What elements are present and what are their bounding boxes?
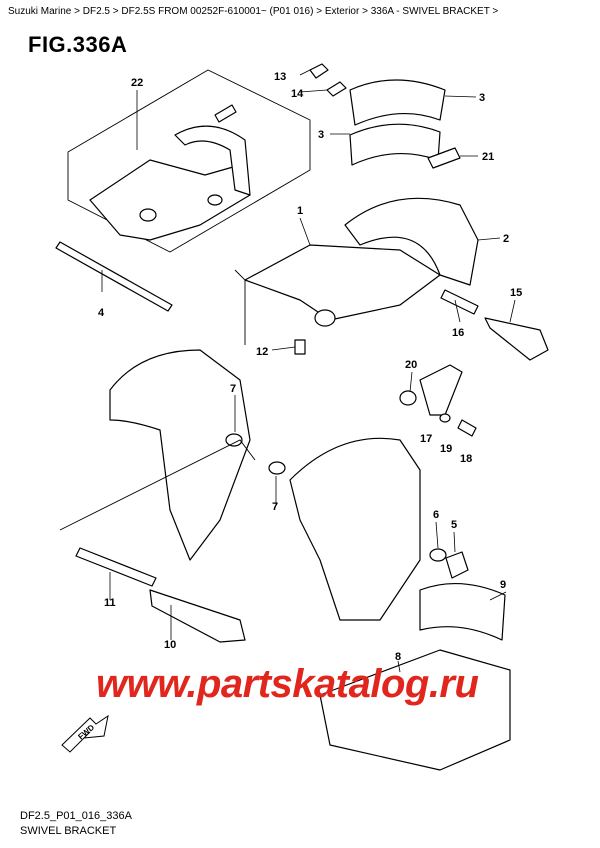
callout-6[interactable]: 6 — [433, 509, 439, 521]
part-13 — [309, 63, 329, 79]
callout-14[interactable]: 14 — [291, 88, 304, 100]
figure-name: SWIVEL BRACKET — [20, 825, 117, 837]
breadcrumb-item-suzuki-marine[interactable]: Suzuki Marine — [8, 6, 72, 17]
part-21-bolt — [427, 147, 461, 169]
callout-18[interactable]: 18 — [460, 453, 472, 465]
part-3-upper — [349, 79, 446, 126]
part-17-lever — [419, 364, 463, 416]
part-5-nut — [445, 551, 469, 579]
watermark: www.partskatalog.ru — [96, 662, 479, 706]
callout-20[interactable]: 20 — [405, 359, 417, 371]
right-clamp-bracket — [289, 437, 421, 621]
callout-9[interactable]: 9 — [500, 579, 506, 591]
callout-8[interactable]: 8 — [395, 651, 401, 663]
part-14 — [326, 81, 347, 97]
callout-13[interactable]: 13 — [274, 71, 286, 83]
callout-7-lower[interactable]: 7 — [272, 501, 278, 513]
callout-7-upper[interactable]: 7 — [230, 383, 236, 395]
part-9-plate — [419, 583, 506, 641]
callout-17[interactable]: 17 — [420, 433, 432, 445]
breadcrumb: Suzuki Marine > DF2.5 > DF2.5S FROM 0025… — [8, 6, 499, 17]
callout-4[interactable]: 4 — [98, 307, 105, 319]
callout-5[interactable]: 5 — [451, 519, 457, 531]
part-4-bolt — [55, 241, 173, 312]
fwd-arrow-icon: FWD — [61, 714, 109, 753]
part-22-group-box — [67, 69, 311, 253]
callout-11[interactable]: 11 — [104, 597, 116, 609]
part-16-spring — [440, 289, 479, 315]
breadcrumb-item-df25[interactable]: DF2.5 — [82, 6, 110, 17]
callout-3-upper[interactable]: 3 — [479, 92, 485, 104]
part-6-washer — [429, 548, 447, 562]
part-12-spring — [294, 339, 306, 355]
part-18-screw — [457, 419, 477, 437]
callout-2[interactable]: 2 — [503, 233, 509, 245]
part-20-ring — [399, 390, 417, 406]
figure-code: DF2.5_P01_016_336A — [20, 810, 132, 822]
part-7-washer-upper — [225, 433, 243, 447]
outline-left — [59, 439, 256, 531]
figure-title: FIG.336A — [28, 32, 128, 57]
left-clamp-bracket — [109, 349, 251, 561]
callout-22[interactable]: 22 — [131, 77, 143, 89]
part-7-washer-lower — [268, 461, 286, 475]
callout-16[interactable]: 16 — [452, 327, 464, 339]
callout-15[interactable]: 15 — [510, 287, 522, 299]
breadcrumb-item-336a[interactable]: 336A - SWIVEL BRACKET — [370, 6, 490, 17]
callout-10[interactable]: 10 — [164, 639, 176, 651]
part-22-bracket-assembly — [89, 104, 251, 241]
breadcrumb-item-exterior[interactable]: Exterior — [324, 6, 360, 17]
part-11-rod — [75, 547, 157, 587]
part-1-swivel — [244, 244, 441, 321]
part-15 — [484, 317, 549, 361]
outline-top — [234, 269, 246, 345]
callout-19[interactable]: 19 — [440, 443, 452, 455]
callout-3-lower[interactable]: 3 — [318, 129, 324, 141]
callout-21[interactable]: 21 — [482, 151, 494, 163]
part-19-washer — [439, 413, 451, 423]
part-10-bracket — [149, 589, 246, 643]
part-1-pivot — [314, 309, 336, 327]
part-2-bracket — [344, 197, 479, 286]
callout-12[interactable]: 12 — [256, 346, 268, 358]
part-8-bracket — [319, 649, 511, 771]
callout-1[interactable]: 1 — [297, 205, 303, 217]
breadcrumb-item-df25s[interactable]: DF2.5S FROM 00252F-610001~ (P01 016) — [121, 6, 314, 17]
part-3-lower — [349, 123, 441, 166]
